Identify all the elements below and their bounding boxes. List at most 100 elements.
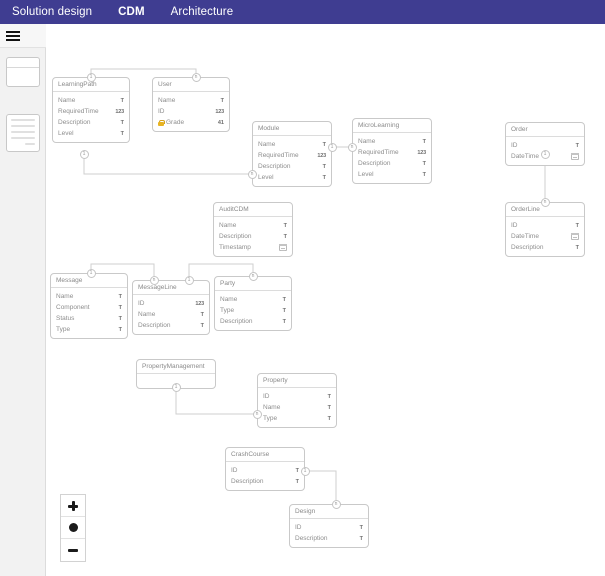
relationship-connector[interactable] — [90, 68, 197, 77]
attribute-name: Description — [258, 163, 314, 170]
entity-attribute-row[interactable]: DateTime — [506, 151, 584, 162]
cardinality-marker[interactable]: 1 — [86, 268, 96, 278]
cardinality-marker[interactable]: n — [252, 409, 262, 419]
attribute-type: 123 — [417, 149, 426, 156]
cardinality-marker[interactable]: 1 — [184, 275, 194, 285]
attribute-name-text: RequiredTime — [258, 152, 299, 159]
zoom-out-button[interactable] — [61, 539, 85, 561]
relationship-connector[interactable] — [175, 387, 257, 415]
zoom-in-button[interactable] — [61, 495, 85, 517]
attribute-name-text: DateTime — [511, 233, 539, 240]
entity-attribute-row[interactable]: Name T — [214, 220, 292, 231]
hamburger-menu-button[interactable] — [0, 24, 46, 48]
cardinality-marker[interactable]: 1 — [86, 72, 96, 82]
cardinality-marker[interactable]: 1 — [540, 149, 550, 159]
attribute-type: T — [120, 130, 124, 137]
attribute-name-text: ID — [295, 524, 302, 531]
nav-item-cdm[interactable]: CDM — [118, 6, 145, 18]
cardinality-marker[interactable]: 1 — [171, 382, 181, 392]
attribute-name-text: Name — [219, 222, 237, 229]
cardinality-marker[interactable]: n — [191, 72, 201, 82]
attribute-name-text: Name — [56, 293, 74, 300]
attribute-name-text: Level — [58, 130, 74, 137]
entity-shape-detailed[interactable] — [6, 114, 40, 152]
zoom-reset-button[interactable] — [61, 517, 85, 539]
attribute-type: T — [283, 222, 287, 229]
entity-shape-simple[interactable] — [6, 57, 40, 87]
cardinality-marker[interactable]: n — [331, 499, 341, 509]
nav-item-solution-design[interactable]: Solution design — [12, 6, 93, 18]
attribute-type: T — [422, 171, 426, 178]
cardinality-marker[interactable]: n — [149, 275, 159, 285]
attribute-name: Description — [138, 322, 192, 329]
relationship-connector[interactable] — [305, 470, 337, 504]
entity-attribute-row[interactable]: Level T — [53, 128, 129, 139]
cardinality-marker[interactable]: n — [347, 142, 357, 152]
attribute-name: ID — [138, 300, 192, 307]
cardinality-marker[interactable]: 1 — [79, 149, 89, 159]
entity-attribute-row[interactable]: DateTime — [506, 231, 584, 242]
cardinality-marker[interactable]: 1 — [300, 466, 310, 476]
cardinality-marker[interactable]: n — [247, 169, 257, 179]
cardinality-marker[interactable]: n — [248, 271, 258, 281]
attribute-type: T — [575, 142, 579, 149]
entity-attribute-row[interactable]: Timestamp — [214, 242, 292, 253]
attribute-name-text: Name — [138, 311, 156, 318]
cardinality-marker[interactable]: 1 — [327, 142, 337, 152]
relationship-connector[interactable] — [83, 154, 252, 175]
cardinality-marker[interactable]: n — [540, 197, 550, 207]
nav-item-architecture[interactable]: Architecture — [170, 6, 234, 18]
attribute-name: Timestamp — [219, 244, 279, 251]
